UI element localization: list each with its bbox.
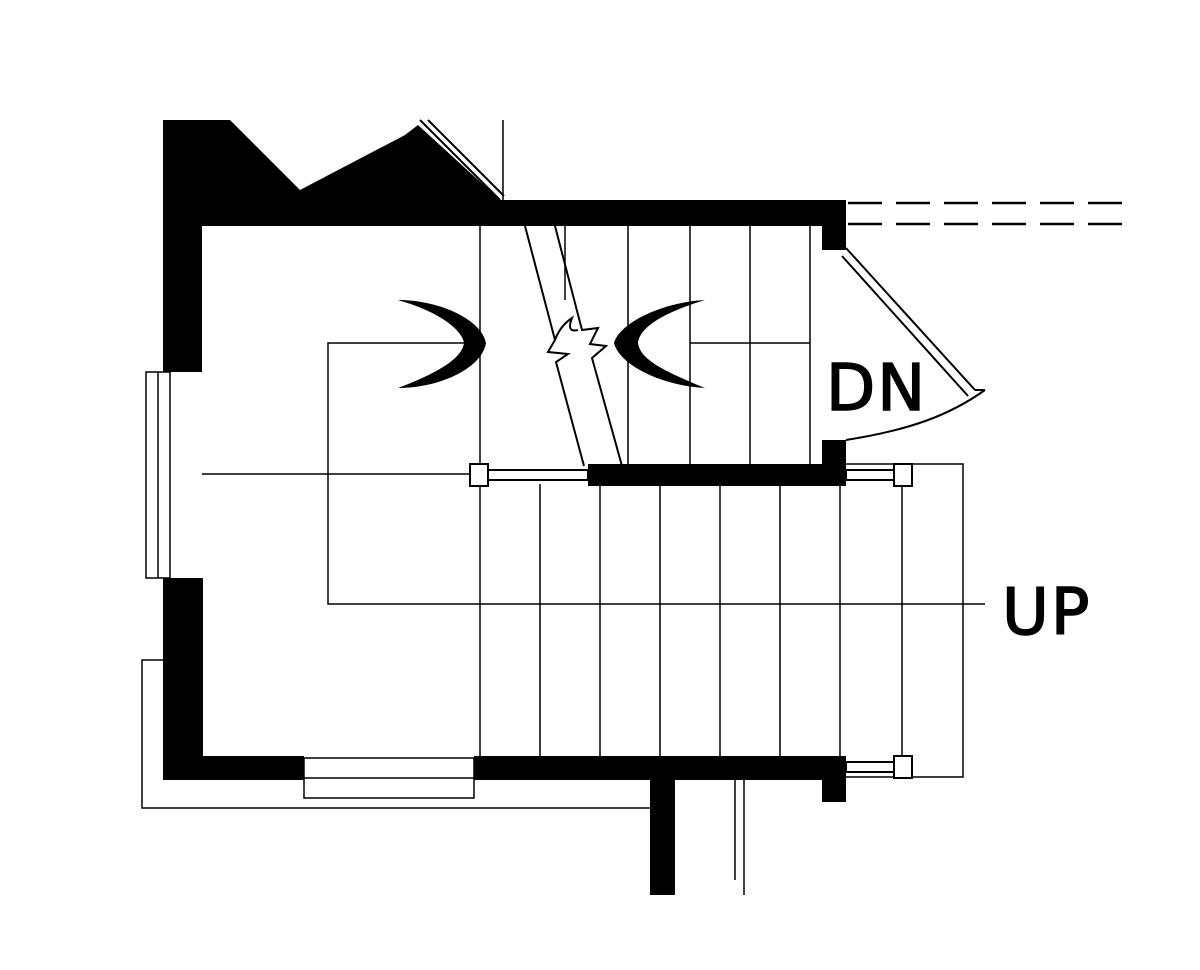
- break-crescents: [398, 300, 705, 388]
- diagonal-wall-edge: [419, 119, 505, 201]
- right-crescent-icon: [614, 300, 705, 388]
- door-swing: [841, 247, 986, 441]
- stair-break-line: [524, 225, 623, 467]
- walls: [163, 120, 846, 895]
- down-label: DN: [826, 352, 927, 426]
- up-label: UP: [1002, 576, 1091, 650]
- upper-flight-treads: [479, 224, 811, 464]
- left-crescent-icon: [398, 300, 486, 388]
- thin-lines: [141, 120, 1128, 895]
- lower-flight-treads: [479, 484, 841, 756]
- handrails: [469, 463, 913, 779]
